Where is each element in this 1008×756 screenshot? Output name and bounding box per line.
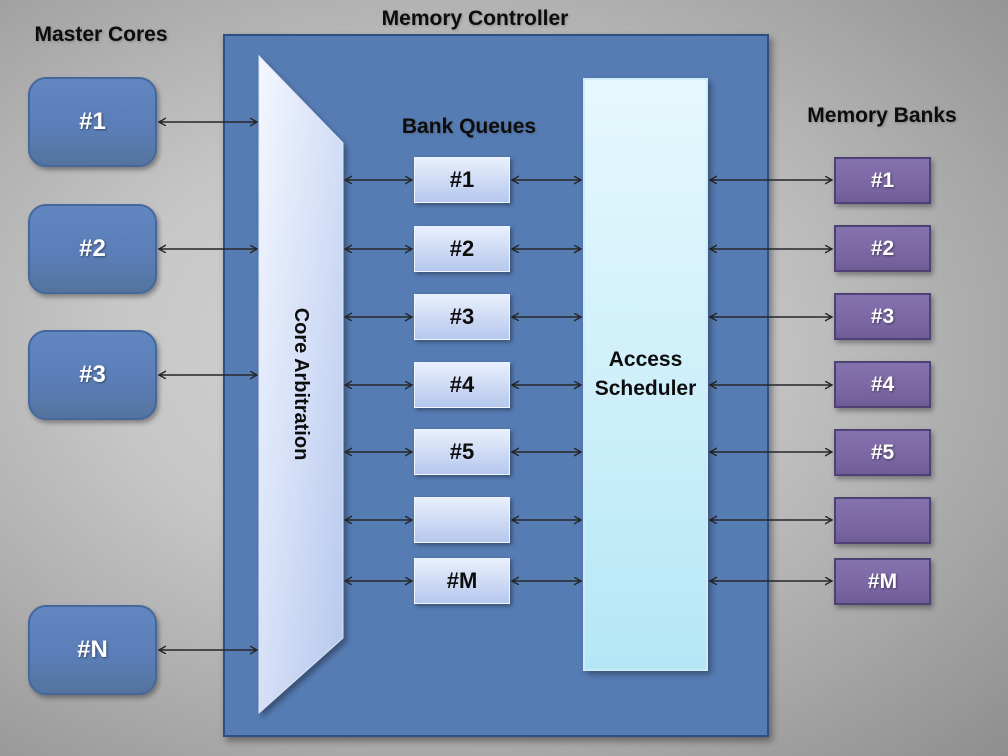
core-arbitration-shape [258, 54, 344, 715]
bank-queue-box-6 [414, 497, 510, 543]
access-scheduler-box: Access Scheduler [583, 78, 708, 671]
bank-queue-label: #3 [449, 304, 475, 329]
access-scheduler-label: Access Scheduler [594, 347, 697, 400]
master-core-label: #N [77, 636, 108, 663]
memory-bank-box-5: #5 [834, 429, 931, 476]
memory-bank-label: #4 [870, 372, 895, 396]
memory-bank-label: #5 [870, 440, 895, 464]
bank-queue-box-1: #1 [414, 157, 510, 203]
bank-queues-title: Bank Queues [401, 115, 537, 138]
bank-queue-label: #2 [449, 236, 475, 261]
bank-queue-label: #5 [449, 439, 475, 464]
memory-controller-title: Memory Controller [381, 7, 569, 30]
memory-bank-box-2: #2 [834, 225, 931, 272]
memory-bank-label: #M [867, 569, 898, 593]
master-core-box-3: #3 [28, 330, 157, 420]
memory-bank-label: #2 [870, 236, 895, 260]
core-arbitration-label: Core Arbitration [290, 307, 313, 461]
master-core-box-1: #1 [28, 77, 157, 167]
memory-banks-title: Memory Banks [807, 104, 957, 127]
bank-queue-label: #1 [449, 167, 475, 192]
bank-queue-box-3: #3 [414, 294, 510, 340]
memory-bank-label: #1 [870, 168, 895, 192]
memory-bank-box-3: #3 [834, 293, 931, 340]
memory-bank-box-M: #M [834, 558, 931, 605]
master-core-box-2: #2 [28, 204, 157, 294]
memory-bank-box-1: #1 [834, 157, 931, 204]
master-cores-title: Master Cores [34, 23, 168, 46]
master-core-label: #3 [79, 361, 106, 388]
master-core-label: #2 [79, 235, 106, 262]
bank-queue-box-5: #5 [414, 429, 510, 475]
memory-bank-label: #3 [870, 304, 895, 328]
memory-bank-box-6 [834, 497, 931, 544]
bank-queue-label: #4 [449, 372, 475, 397]
memory-bank-box-4: #4 [834, 361, 931, 408]
master-core-label: #1 [79, 108, 106, 135]
bank-queue-box-4: #4 [414, 362, 510, 408]
bank-queue-box-2: #2 [414, 226, 510, 272]
master-core-box-N: #N [28, 605, 157, 695]
bank-queue-label: #M [446, 568, 478, 593]
bank-queue-box-M: #M [414, 558, 510, 604]
